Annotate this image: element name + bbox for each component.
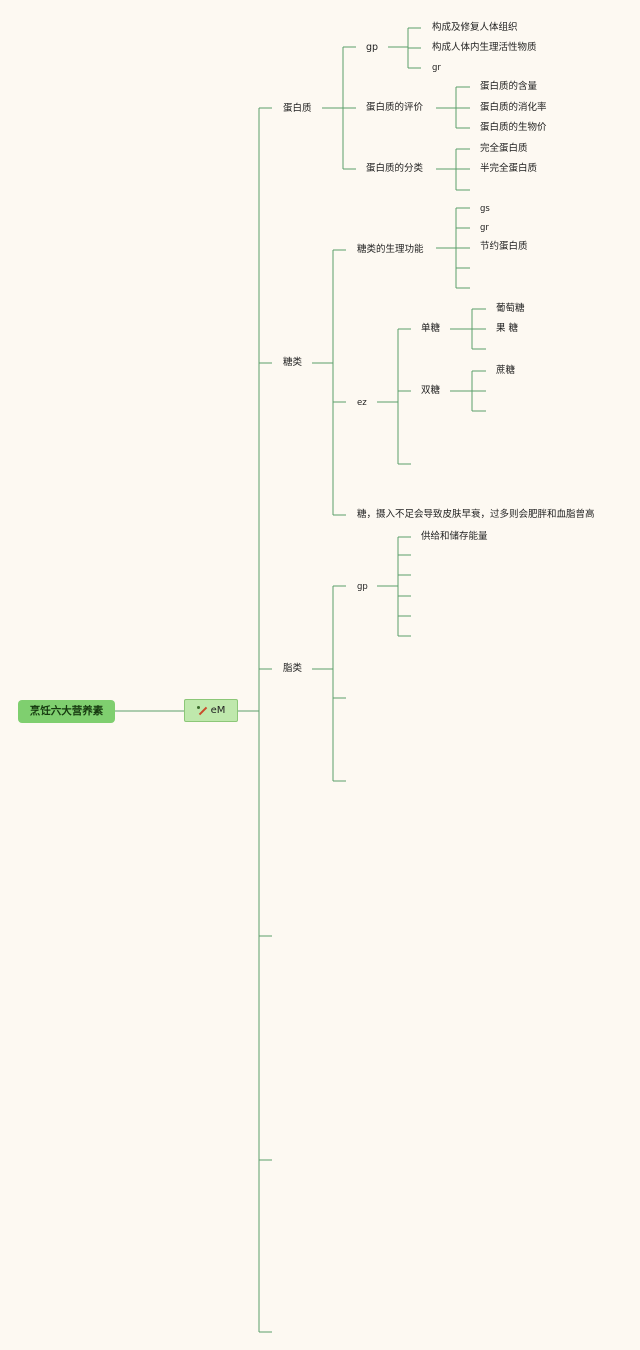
protein-eval-item[interactable]: 蛋白质的消化率	[480, 102, 547, 113]
sugar-function-item[interactable]: 节约蛋白质	[480, 241, 528, 252]
hub-topic[interactable]: eM	[184, 699, 238, 722]
sugar-function-item[interactable]: gr	[480, 223, 489, 233]
tools-icon	[196, 705, 207, 716]
topic-sugar-note[interactable]: 糖，摄入不足会导致皮肤早衰，过多则会肥胖和血脂曾高	[357, 509, 595, 520]
topic-protein[interactable]: 蛋白质	[283, 103, 312, 114]
protein-eval-item[interactable]: 蛋白质的生物价	[480, 122, 547, 133]
disaccharide-item[interactable]: 蔗糖	[496, 365, 516, 376]
topic-sugar-function[interactable]: 糖类的生理功能	[357, 244, 424, 255]
topic-sugar[interactable]: 糖类	[283, 357, 303, 368]
hub-label: eM	[210, 705, 226, 716]
topic-fat-gp[interactable]: gp	[357, 582, 368, 592]
topic-protein-gp[interactable]: gp	[366, 42, 379, 53]
protein-class-item[interactable]: 完全蛋白质	[480, 143, 528, 154]
protein-gp-item[interactable]: gr	[432, 63, 441, 73]
topic-fat[interactable]: 脂类	[283, 663, 303, 674]
protein-gp-item[interactable]: 构成及修复人体组织	[432, 22, 518, 33]
monosaccharide-item[interactable]: 果 糖	[496, 323, 519, 334]
sugar-function-item[interactable]: gs	[480, 204, 490, 214]
protein-class-item[interactable]: 半完全蛋白质	[480, 163, 538, 174]
root-topic[interactable]: 烹饪六大营养素	[18, 700, 115, 723]
topic-protein-eval[interactable]: 蛋白质的评价	[366, 102, 424, 113]
topic-disaccharide[interactable]: 双糖	[421, 385, 441, 396]
monosaccharide-item[interactable]: 葡萄糖	[496, 303, 525, 314]
topic-sugar-ez[interactable]: ez	[357, 398, 367, 408]
fat-gp-item[interactable]: 供给和储存能量	[421, 531, 488, 542]
topic-monosaccharide[interactable]: 单糖	[421, 323, 441, 334]
connector-group	[115, 27, 486, 1333]
topic-protein-class[interactable]: 蛋白质的分类	[366, 163, 424, 174]
protein-gp-item[interactable]: 构成人体内生理活性物质	[432, 42, 537, 53]
protein-eval-item[interactable]: 蛋白质的含量	[480, 81, 538, 92]
